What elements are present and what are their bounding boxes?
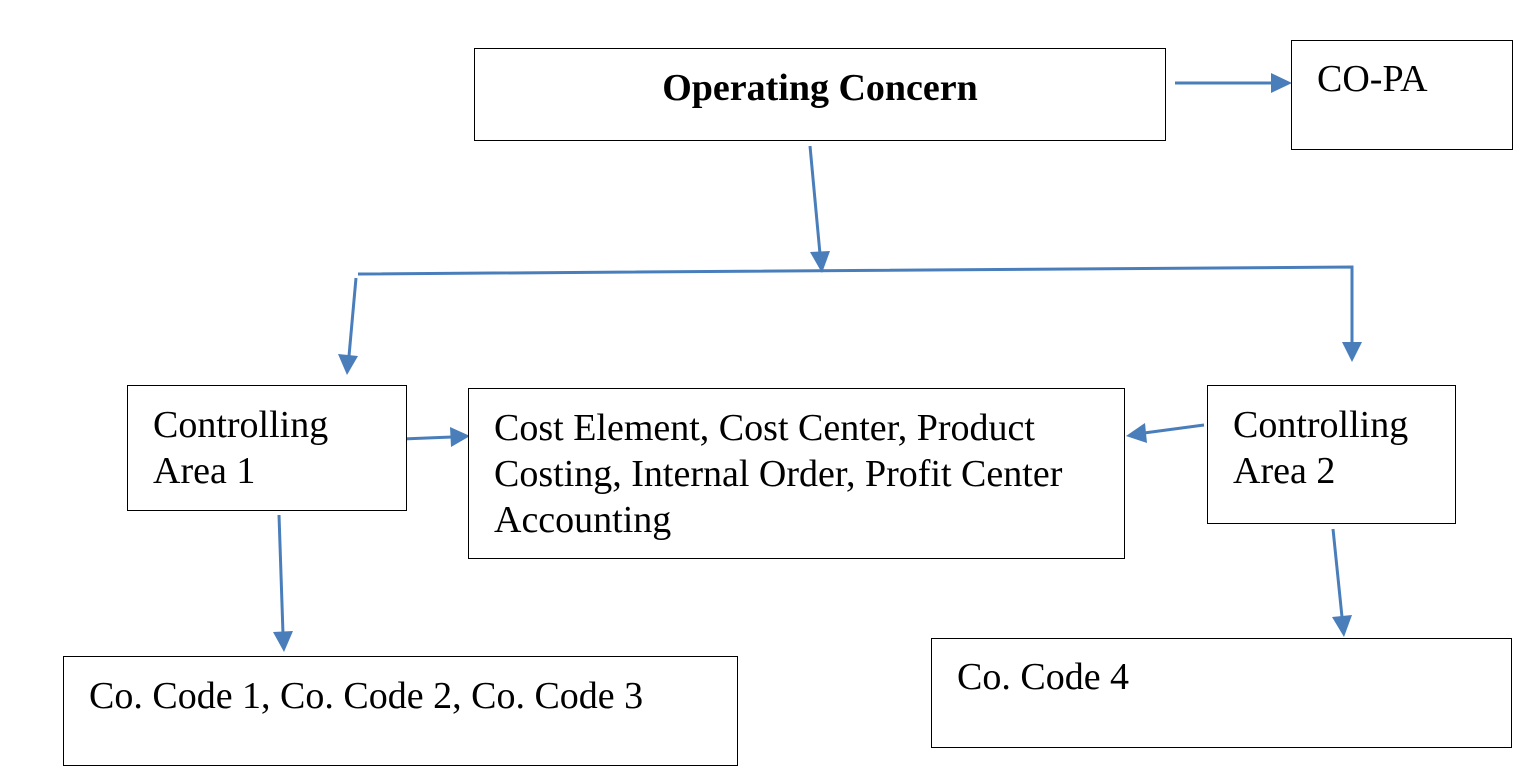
company-codes-1-3-box: Co. Code 1, Co. Code 2, Co. Code 3 (63, 656, 738, 766)
arrowhead-ca2 (1342, 342, 1362, 362)
copa-label: CO-PA (1317, 58, 1428, 100)
arrowhead-ca1 (338, 354, 358, 375)
arrowhead-components-left (450, 427, 470, 447)
controlling-area-1-label: Controlling Area 1 (153, 404, 329, 492)
controlling-area-2-label: Controlling Area 2 (1233, 404, 1409, 492)
company-codes-1-3-label: Co. Code 1, Co. Code 2, Co. Code 3 (89, 675, 644, 717)
connector-ca2-to-components (1143, 423, 1205, 435)
controlling-area-1-box: Controlling Area 1 (127, 385, 407, 511)
arrowhead-components-right (1126, 423, 1147, 443)
company-code-4-box: Co. Code 4 (931, 638, 1512, 748)
operating-concern-box: Operating Concern (474, 48, 1166, 141)
connector-ca2-to-cc4 (1331, 528, 1344, 618)
connector-branch-to-ca1 (347, 277, 358, 357)
company-code-4-label: Co. Code 4 (957, 656, 1130, 698)
connector-operating-down (808, 145, 822, 255)
arrowhead-copa (1271, 73, 1292, 93)
co-components-label: Cost Element, Cost Center, Product Costi… (494, 407, 1063, 541)
arrowhead-cc123 (273, 631, 293, 652)
controlling-area-2-box: Controlling Area 2 (1207, 385, 1456, 524)
co-components-box: Cost Element, Cost Center, Product Costi… (468, 388, 1125, 559)
operating-concern-label: Operating Concern (662, 67, 978, 109)
connector-branch-line (357, 265, 1354, 344)
arrowhead-cc4 (1332, 615, 1352, 637)
connector-ca1-to-cc123 (277, 514, 285, 635)
connector-ca1-to-components (401, 435, 453, 441)
arrowhead-branch (810, 251, 830, 273)
copa-box: CO-PA (1291, 40, 1513, 150)
